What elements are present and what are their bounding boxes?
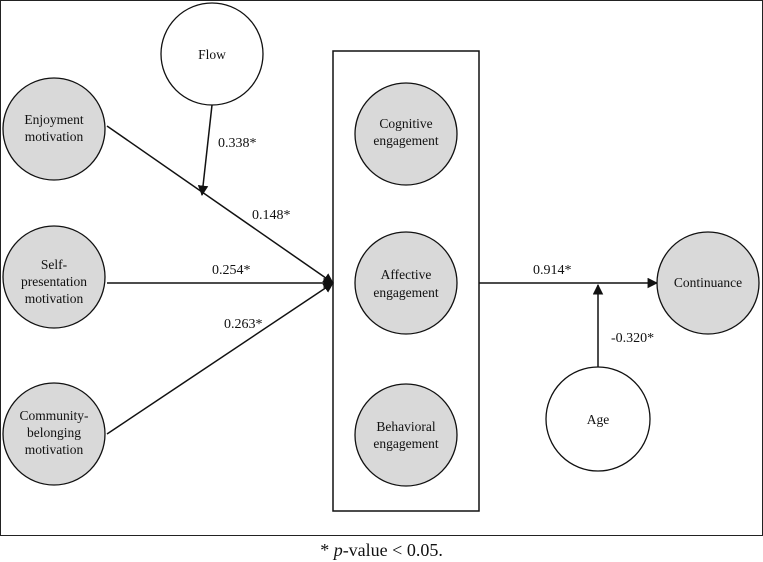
cognitive-label-line1: Cognitive xyxy=(379,116,432,131)
affective-node: Affective engagement xyxy=(354,231,458,335)
flow-node: Flow xyxy=(160,2,264,106)
behavioral-label-line1: Behavioral xyxy=(376,419,435,434)
behavioral-node: Behavioral engagement xyxy=(354,383,458,487)
selfpres-path-coefficient: 0.254* xyxy=(212,263,251,278)
flow-label: Flow xyxy=(198,47,226,62)
community-label-line1: Community- xyxy=(19,408,89,423)
age-label: Age xyxy=(587,412,610,427)
cognitive-label-line2: engagement xyxy=(373,133,438,148)
footnote-suffix: -value < 0.05. xyxy=(342,540,443,560)
continuance-node: Continuance xyxy=(656,231,760,335)
affective-label-line1: Affective xyxy=(381,267,432,282)
enjoyment-label-line2: motivation xyxy=(25,129,84,144)
affective-label-line2: engagement xyxy=(373,285,438,300)
enjoyment-node: Enjoyment motivation xyxy=(2,77,106,181)
selfpres-label-line1: Self- xyxy=(41,257,68,272)
selfpres-node: Self- presentation motivation xyxy=(2,225,106,329)
cognitive-node: Cognitive engagement xyxy=(354,82,458,186)
significance-footnote: * p-value < 0.05. xyxy=(0,540,763,561)
age-node: Age xyxy=(545,366,651,472)
selfpres-label-line2: presentation xyxy=(21,274,87,289)
community-path-coefficient: 0.263* xyxy=(224,317,263,332)
community-node: Community- belonging motivation xyxy=(2,382,106,486)
path-model-diagram: Flow Enjoyment motivation Self- presenta… xyxy=(2,2,760,512)
community-label-line3: motivation xyxy=(25,442,84,457)
engagement-continuance-coefficient: 0.914* xyxy=(533,263,572,278)
enjoyment-label-line1: Enjoyment xyxy=(24,112,83,127)
continuance-label: Continuance xyxy=(674,275,742,290)
enjoyment-to-engagement-arrow xyxy=(106,125,334,284)
footnote-prefix: * xyxy=(320,540,334,560)
behavioral-label-line2: engagement xyxy=(373,436,438,451)
selfpres-label-line3: motivation xyxy=(25,291,84,306)
enjoyment-path-coefficient: 0.148* xyxy=(252,208,291,223)
age-moderation-coefficient: -0.320* xyxy=(611,331,654,346)
community-label-line2: belonging xyxy=(27,425,81,440)
flow-moderation-coefficient: 0.338* xyxy=(218,136,257,151)
footnote-italic: p xyxy=(333,540,343,560)
community-to-engagement-arrow xyxy=(106,282,334,435)
flow-moderation-arrow xyxy=(197,104,213,197)
